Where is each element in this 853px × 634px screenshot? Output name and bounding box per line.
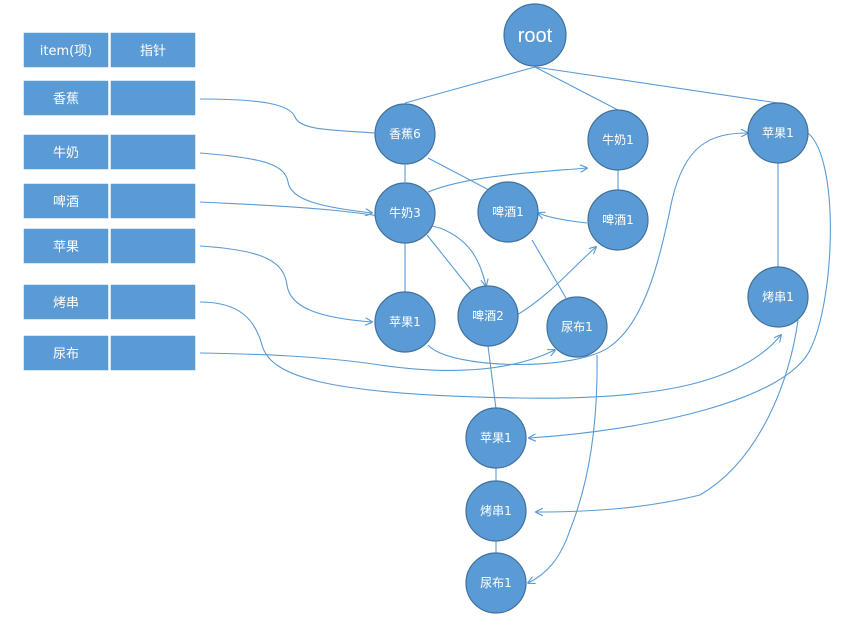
tree-edge: [534, 66, 779, 104]
pointer-cell: [109, 182, 197, 220]
item-cell: [22, 227, 110, 265]
header-item-label: item(项): [40, 44, 93, 59]
header-table: item(项) 指针 香蕉 牛奶 啤酒 苹果 烤串: [22, 31, 197, 372]
link-diaper-header: [199, 350, 555, 372]
tree-node-banana: 香蕉6: [374, 103, 436, 165]
link-apple-header: [199, 245, 372, 322]
item-label: 烤串: [53, 296, 79, 311]
link-beer-chain-2: [516, 247, 596, 316]
pointer-cell: [109, 283, 197, 321]
link-beer-chain-1: [538, 213, 588, 224]
item-cell: [22, 133, 110, 171]
table-row: 尿布: [22, 334, 197, 372]
tree-node-kebab: 烤串1: [747, 266, 809, 328]
link-milk-header: [199, 152, 372, 213]
tree-edge: [427, 157, 490, 191]
node-label: 烤串1: [480, 503, 512, 518]
tree-node-diaper: 尿布1: [465, 552, 527, 614]
tree-node-apple: 苹果1: [747, 102, 809, 164]
pointer-cell: [109, 79, 197, 117]
node-label: 苹果1: [480, 431, 512, 445]
table-row: 烤串: [22, 283, 197, 321]
tree-edge: [531, 239, 567, 299]
link-apple-chain-1: [427, 133, 748, 366]
node-links: [199, 98, 831, 583]
item-cell: [22, 182, 110, 220]
tree-node-milk: 牛奶3: [374, 182, 436, 244]
table-header-row: item(项) 指针: [22, 31, 197, 69]
tree-edges: [404, 66, 779, 554]
pointer-cell: [109, 133, 197, 171]
node-label: 尿布1: [561, 320, 593, 334]
header-pointer-cell: [109, 31, 197, 69]
header-pointer-label: 指针: [140, 44, 166, 59]
node-label: 尿布1: [480, 576, 512, 590]
tree-node-apple: 苹果1: [465, 407, 527, 469]
node-label: 苹果1: [389, 315, 421, 329]
tree-nodes: root 香蕉6 牛奶3 苹果1 啤酒2 苹果1 烤串1 尿布1: [374, 3, 809, 614]
table-row: 香蕉: [22, 79, 197, 117]
item-label: 香蕉: [53, 92, 79, 107]
link-kebab-chain: [536, 319, 799, 512]
node-label: 香蕉6: [389, 127, 421, 141]
table-row: 苹果: [22, 227, 197, 265]
link-apple-chain-2: [529, 132, 831, 438]
tree-edge: [487, 345, 497, 410]
node-label: 烤串1: [762, 289, 794, 304]
tree-node-diaper: 尿布1: [546, 296, 608, 358]
node-label: 啤酒1: [492, 204, 524, 219]
tree-node-beer: 啤酒1: [477, 181, 539, 243]
tree-edge: [404, 66, 536, 104]
table-row: 牛奶: [22, 133, 197, 171]
table-row: 啤酒: [22, 182, 197, 220]
node-label: 啤酒2: [472, 308, 504, 323]
pointer-cell: [109, 227, 197, 265]
tree-edge: [426, 234, 472, 291]
link-diaper-chain: [528, 354, 598, 583]
node-label: root: [518, 25, 553, 47]
tree-node-apple: 苹果1: [374, 291, 436, 353]
item-label: 啤酒: [53, 195, 79, 210]
item-cell: [22, 334, 110, 372]
tree-node-beer: 啤酒1: [587, 189, 649, 251]
link-milk-chain: [427, 168, 587, 193]
item-label: 苹果: [53, 240, 79, 255]
tree-node-kebab: 烤串1: [465, 480, 527, 542]
tree-edge: [534, 66, 619, 111]
node-label: 牛奶3: [389, 205, 421, 220]
item-label: 尿布: [53, 347, 79, 362]
node-label: 啤酒1: [602, 212, 634, 227]
pointer-cell: [109, 334, 197, 372]
tree-node-root: root: [503, 3, 567, 67]
link-kebab-header: [199, 301, 781, 399]
tree-node-beer: 啤酒2: [457, 285, 519, 347]
header-item-cell: [22, 31, 110, 69]
item-cell: [22, 79, 110, 117]
tree-node-milk: 牛奶1: [587, 109, 649, 171]
link-beer-header: [199, 201, 486, 286]
node-label: 牛奶1: [602, 132, 634, 147]
node-label: 苹果1: [762, 126, 794, 140]
link-banana-header: [199, 98, 376, 134]
item-cell: [22, 283, 110, 321]
item-label: 牛奶: [53, 146, 79, 161]
